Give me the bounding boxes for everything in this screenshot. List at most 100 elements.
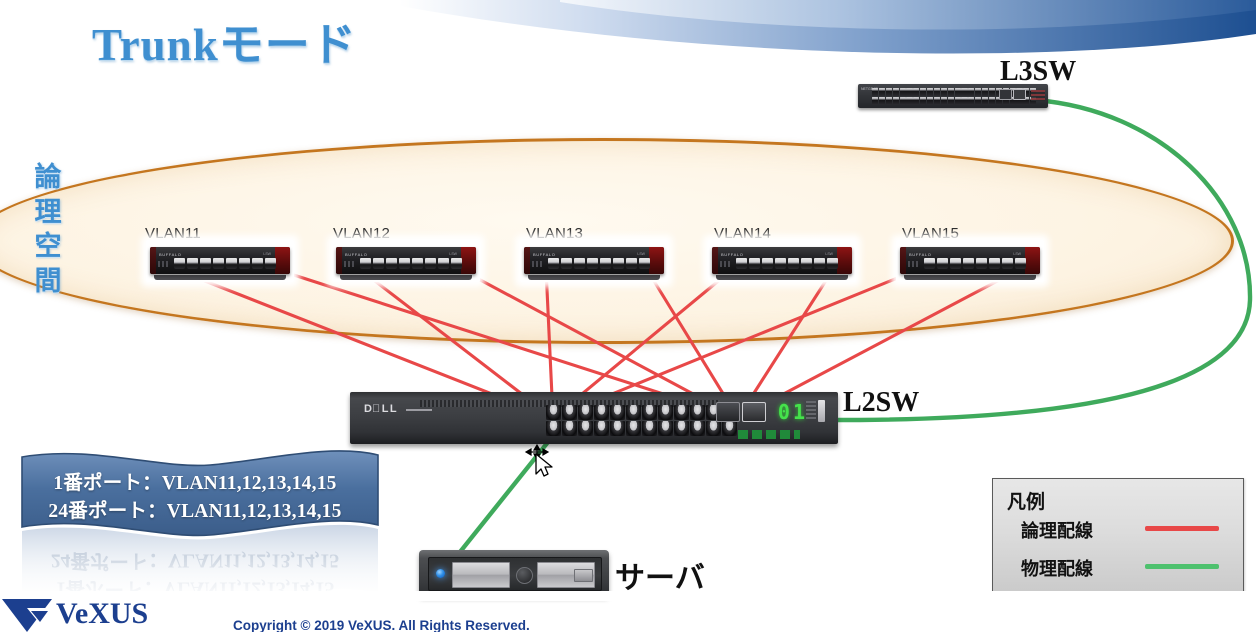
move-cursor [524,443,553,477]
l2sw-label: L2SW [843,387,920,418]
vlan-switch-vlan12[interactable]: BUFFALO LSW [332,240,480,282]
l3sw-port [975,97,982,105]
switch-base [904,275,1036,280]
vlan-switch-vlan13[interactable]: BUFFALO LSW [520,240,668,282]
vlan-switch-vlan14[interactable]: BUFFALO LSW [708,240,856,282]
switch-right-accent [1025,247,1040,274]
l2sw-port [642,421,657,436]
switch-brand-mark: BUFFALO [533,252,556,257]
switch-left-accent [712,247,718,274]
l2sw-status-bars [738,430,800,439]
l3sw-port [1009,88,1016,96]
switch-port [762,258,773,269]
l3sw-port [913,97,920,105]
page-title: Trunkモード [92,20,357,70]
l3sw-port [947,97,954,105]
l3sw-port [878,88,886,96]
switch-port [174,258,185,269]
server-knob [516,567,533,584]
vexus-logo: VeXUS [0,596,190,632]
switch-port [425,258,436,269]
server-faceplate [428,557,602,591]
l3sw-port [920,97,927,105]
switch-port [1002,258,1013,269]
l2sw-port [562,421,577,436]
switch-chassis: BUFFALO LSW [336,247,476,274]
switch-port-row [360,258,462,269]
l2sw-port [674,405,689,420]
l3sw-port-row-bottom [872,97,1037,105]
switch-model-text: LSW [263,252,271,256]
vexus-logo-mark [2,599,52,632]
server-device[interactable] [419,550,609,596]
l3sw-port [975,88,982,96]
l3sw-port [995,88,1002,96]
port-config-line-2: 24番ポート：VLAN11,12,13,14,15 [48,500,342,522]
l3sw-chassis: NETGEAR [858,84,1048,108]
switch-brand-mark: BUFFALO [345,252,368,257]
l3sw-port [988,88,996,96]
switch-model-text: LSW [637,252,645,256]
l2sw-indicator-dots [806,401,816,421]
switch-port [239,258,250,269]
switch-port [749,258,760,269]
l3sw-device[interactable]: NETGEAR [858,84,1048,108]
l2sw-port [546,405,561,420]
l3sw-sfp-slot [1013,89,1026,100]
switch-right-accent [649,247,664,274]
switch-port [626,258,637,269]
switch-led-strip [908,261,920,267]
server-label: サーバ [615,562,705,595]
copyright-text: Copyright © 2019 VeXUS. All Rights Reser… [233,618,530,632]
server-drive-bay [452,562,510,588]
l3sw-port [995,97,1002,105]
switch-left-accent [900,247,906,274]
vlan-switch-vlan11[interactable]: BUFFALO LSW [146,240,294,282]
vexus-logo-text: VeXUS [56,597,149,630]
l3sw-port [872,88,879,96]
l3sw-port [1002,97,1009,105]
switch-model-text: LSW [1013,252,1021,256]
legend-swatch-physical [1145,564,1219,569]
l2sw-stack-display: 01 [777,400,808,424]
l2sw-device[interactable]: D⃞LL 01 [350,392,838,444]
switch-port [386,258,397,269]
l2sw-port [722,421,737,436]
l3sw-brand-mark: NETGEAR [861,87,878,91]
switch-port [989,258,1000,269]
switch-port [252,258,263,269]
l2sw-port-row-top [546,405,737,420]
switch-base [528,275,660,280]
logical-space-label: 論 理 空 間 [26,160,70,298]
l2sw-sfp-slot [742,402,766,422]
l2sw-port-row-bottom [546,421,737,436]
switch-port [561,258,572,269]
vlan-switch-vlan15[interactable]: BUFFALO LSW [896,240,1044,282]
server-optical-slot [574,569,593,582]
switch-port [613,258,624,269]
legend-item-physical: 物理配線 [1021,555,1231,579]
l3sw-port [906,88,913,96]
l2sw-port [594,421,609,436]
logical-space-char: 論 [34,162,62,192]
l3sw-port [961,88,968,96]
l3sw-port [940,97,947,105]
switch-port [226,258,237,269]
switch-port [600,258,611,269]
switch-port [548,258,559,269]
switch-chassis: BUFFALO LSW [712,247,852,274]
switch-port [412,258,423,269]
switch-model-text: LSW [449,252,457,256]
l2sw-port [658,421,673,436]
switch-port [265,258,276,269]
l3sw-port [899,88,906,96]
l3sw-port [885,97,892,105]
switch-port [574,258,585,269]
port-config-line-1: 1番ポート：VLAN11,12,13,14,15 [53,473,337,494]
l2sw-vent-grille [420,400,720,407]
l3sw-port [1023,88,1030,96]
switch-brand-mark: BUFFALO [159,252,182,257]
switch-port [814,258,825,269]
switch-port [950,258,961,269]
